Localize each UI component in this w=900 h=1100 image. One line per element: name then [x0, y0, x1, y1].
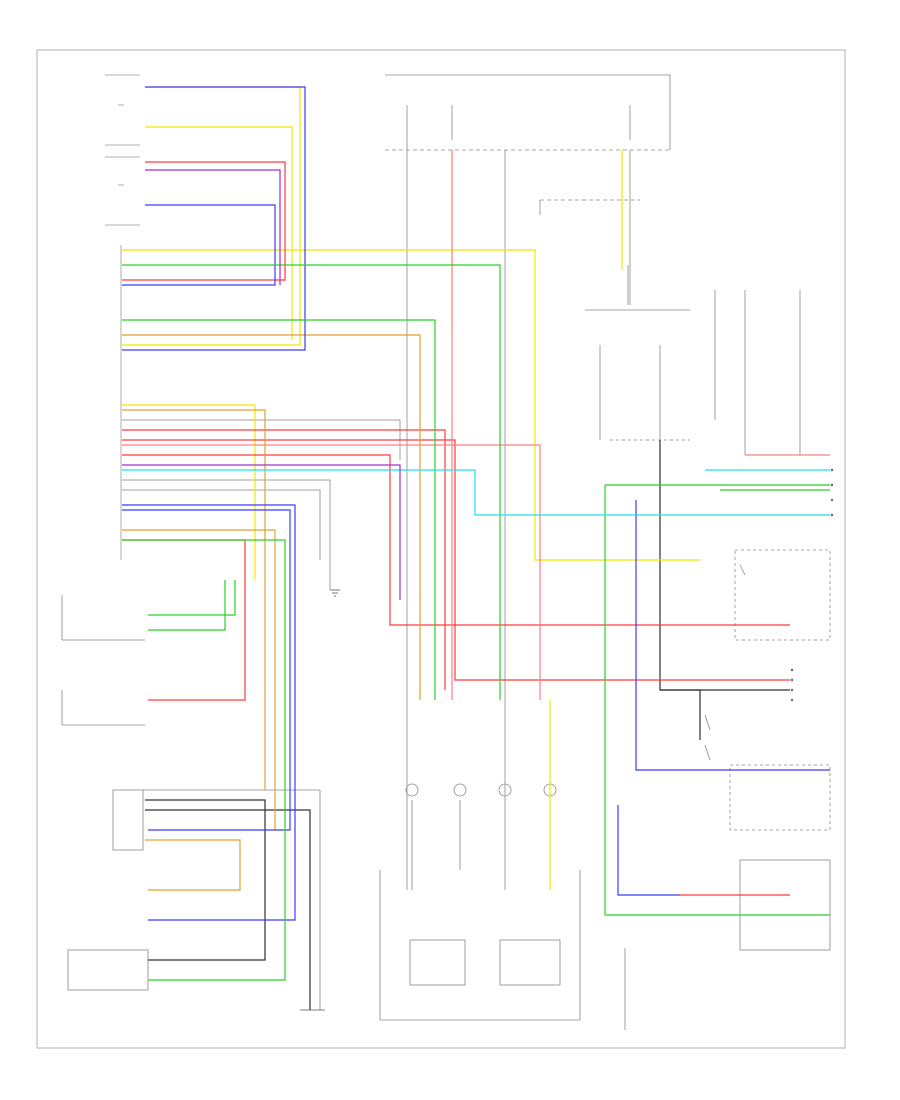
- ground-point-left: [67, 949, 149, 991]
- indicator-right-top: [714, 290, 830, 456]
- fuse-box-top: [385, 74, 671, 151]
- green-wire-group: [122, 264, 830, 981]
- left-front-tensioner-connector: [105, 74, 140, 146]
- orange-wire-group: [122, 334, 421, 891]
- underhood-relay-box: [539, 199, 640, 305]
- yellow-wire-group: [122, 86, 700, 890]
- fuse-row: [405, 783, 557, 797]
- pink-wire-group: [122, 150, 830, 700]
- diagram-frame: [36, 49, 846, 1049]
- cyan-wire-group: [122, 469, 830, 516]
- right-front-impact-sensor: [61, 690, 145, 726]
- violet-wire-group: [122, 169, 401, 600]
- ground-point-right: [300, 589, 340, 1011]
- airbag-module-passenger: [499, 870, 581, 1020]
- connector-pins-right: [790, 468, 834, 702]
- passenger-seat-belt-buckle: [734, 549, 831, 641]
- right-front-tensioner-connector: [105, 156, 140, 226]
- occupant-position-sensor: [624, 859, 831, 1030]
- seat-belt-switch: [704, 714, 831, 831]
- airbag-module-driver: [379, 870, 580, 1021]
- left-front-impact-sensor: [61, 595, 145, 641]
- cable-reel-connector: [112, 789, 321, 1010]
- black-wire-group: [145, 440, 790, 1010]
- srs-indicator-relay: [585, 309, 690, 441]
- blue-wire-group: [122, 86, 830, 921]
